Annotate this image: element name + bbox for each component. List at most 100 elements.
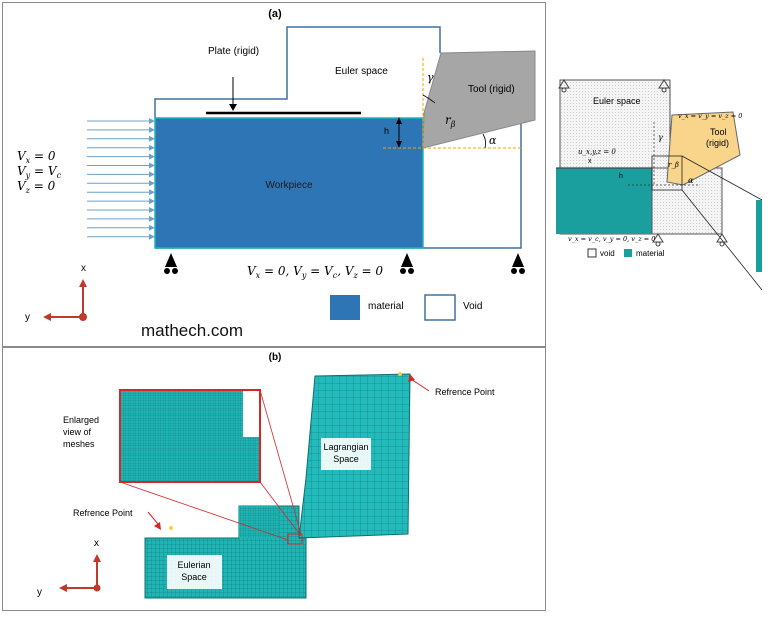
enlarged-view-connector-1 bbox=[119, 481, 289, 541]
h-arrow-top bbox=[396, 117, 402, 124]
inflow-arrow-head bbox=[149, 171, 155, 178]
r-beta-label: rβ bbox=[445, 113, 456, 129]
c-top-supports bbox=[558, 79, 670, 93]
panel-b-label: (b) bbox=[269, 352, 282, 363]
lagrangian-label-1: Lagrangian bbox=[323, 442, 368, 452]
axis-x-label-b: x bbox=[94, 538, 99, 549]
zoom-region-marker bbox=[287, 533, 303, 545]
enlarged-view-box bbox=[119, 389, 261, 483]
c-top-bc: v_x = v_y = v_z = 0 bbox=[678, 112, 742, 120]
inflow-arrow-head bbox=[149, 126, 155, 133]
reference-point-top-leader bbox=[410, 378, 430, 392]
axis-y-label: y bbox=[25, 312, 30, 323]
legend-material-swatch bbox=[330, 295, 360, 320]
tool-rigid bbox=[422, 50, 536, 149]
c-zoom-box bbox=[651, 155, 683, 191]
c-h: h bbox=[619, 173, 623, 180]
reference-point-left-label: Refrence Point bbox=[73, 508, 133, 518]
enlarged-view-connector-2 bbox=[259, 481, 302, 537]
inflow-arrow-head bbox=[149, 215, 155, 222]
c-zoom-strip bbox=[756, 200, 762, 272]
workpiece bbox=[154, 117, 424, 249]
eulerian-label-1: Eulerian bbox=[177, 560, 210, 570]
bc-vy: Vy = Vc bbox=[17, 164, 62, 180]
reference-point-left-marker bbox=[169, 526, 173, 530]
panel-b: (b) Lagrangian Space Eulerian Space Enla… bbox=[2, 347, 546, 611]
c-euler-label: Euler space bbox=[593, 96, 641, 106]
panel-a: (a) Euler space Plate (rigid) Workpiece … bbox=[2, 2, 546, 347]
inflow-arrow-head bbox=[149, 233, 155, 240]
c-bottom-bc: v_x = v_c, v_y = 0, v_z = 0 bbox=[568, 235, 655, 243]
c-gamma: γ bbox=[658, 133, 663, 142]
panel-c-diagram: Euler space Tool (rigid) v_x = v_y = v_z… bbox=[556, 79, 763, 291]
c-zoom-line-1 bbox=[681, 155, 763, 201]
c-legend-material-label: material bbox=[636, 249, 665, 258]
axis-y-label-b: y bbox=[37, 587, 42, 598]
watermark: mathech.com bbox=[141, 321, 243, 340]
c-legend-void-swatch bbox=[587, 248, 597, 258]
axis-x-label: x bbox=[81, 263, 86, 274]
c-material bbox=[556, 168, 652, 234]
c-zoom-line-2 bbox=[681, 189, 763, 291]
roller-support-left bbox=[164, 253, 178, 274]
inflow-arrow-head bbox=[149, 189, 155, 196]
enlarged-label-2: view of bbox=[63, 427, 92, 437]
legend-void-swatch bbox=[424, 294, 456, 321]
inflow-arrow-head bbox=[149, 198, 155, 205]
lagrangian-label-bg bbox=[321, 438, 371, 470]
tool-label: Tool (rigid) bbox=[468, 84, 515, 95]
panel-a-label: (a) bbox=[268, 8, 282, 20]
roller-support-right bbox=[511, 253, 525, 274]
enlarged-label-1: Enlarged bbox=[63, 415, 99, 425]
c-u-bc: u_x,y,z = 0 bbox=[578, 148, 616, 156]
reference-point-left-leader bbox=[147, 511, 159, 525]
panel-b-diagram: (b) Lagrangian Space Eulerian Space Enla… bbox=[37, 352, 495, 599]
c-tool bbox=[666, 111, 741, 186]
alpha-label: α bbox=[489, 134, 497, 147]
inflow-arrow-head bbox=[149, 180, 155, 187]
c-bottom-supports bbox=[652, 233, 728, 247]
euler-space-outline bbox=[154, 26, 441, 118]
bc-vz: Vz = 0 bbox=[17, 179, 56, 195]
axis-origin bbox=[79, 313, 87, 321]
reference-point-top-arrow bbox=[408, 374, 415, 382]
axis-x-arrow-head bbox=[79, 279, 87, 287]
panel-a-diagram: (a) Euler space Plate (rigid) Workpiece … bbox=[17, 8, 536, 340]
inflow-arrow-head bbox=[149, 207, 155, 213]
axis-origin-b bbox=[93, 584, 101, 592]
eulerian-label-2: Space bbox=[181, 572, 207, 582]
lagrangian-label-2: Space bbox=[333, 454, 359, 464]
gamma-arc bbox=[422, 94, 436, 104]
axis-y-arrow-head-b bbox=[59, 584, 67, 592]
euler-space-label: Euler space bbox=[335, 66, 388, 77]
c-alpha: α bbox=[688, 176, 694, 185]
bc-vx: Vx = 0 bbox=[17, 149, 56, 165]
inflow-arrow-head bbox=[149, 224, 155, 231]
inflow-arrow-head bbox=[149, 162, 155, 169]
c-tool-label-2: (rigid) bbox=[706, 138, 729, 148]
eulerian-label-bg bbox=[167, 555, 222, 589]
plate-arrow-head bbox=[229, 104, 237, 111]
axis-y-arrow-head bbox=[43, 313, 51, 321]
legend-void-label: Void bbox=[463, 301, 482, 312]
roller-support-middle bbox=[400, 253, 414, 274]
reference-point-top-label: Refrence Point bbox=[435, 387, 495, 397]
bottom-bc: Vx = 0, Vy = Vc, Vz = 0 bbox=[247, 264, 383, 280]
enlarged-view-void bbox=[243, 390, 260, 437]
inflow-arrow-head bbox=[149, 118, 155, 124]
enlarged-view-connector-3 bbox=[259, 389, 302, 535]
inflow-arrow-head bbox=[149, 153, 155, 160]
c-legend-void-label: void bbox=[600, 249, 615, 258]
h-arrow-bottom bbox=[396, 141, 402, 148]
reference-point-left-arrow bbox=[154, 522, 161, 530]
inflow-arrow-head bbox=[149, 144, 155, 151]
legend-material-label: material bbox=[368, 301, 404, 312]
enlarged-label-3: meshes bbox=[63, 439, 95, 449]
c-u-marker: x bbox=[588, 158, 592, 165]
inflow-arrow-head bbox=[149, 135, 155, 142]
axis-x-arrow-head-b bbox=[93, 554, 101, 562]
alpha-arc bbox=[482, 133, 487, 149]
inflow-arrows bbox=[87, 118, 155, 240]
workpiece-label: Workpiece bbox=[265, 180, 312, 191]
enlarged-view-frame bbox=[119, 389, 261, 483]
